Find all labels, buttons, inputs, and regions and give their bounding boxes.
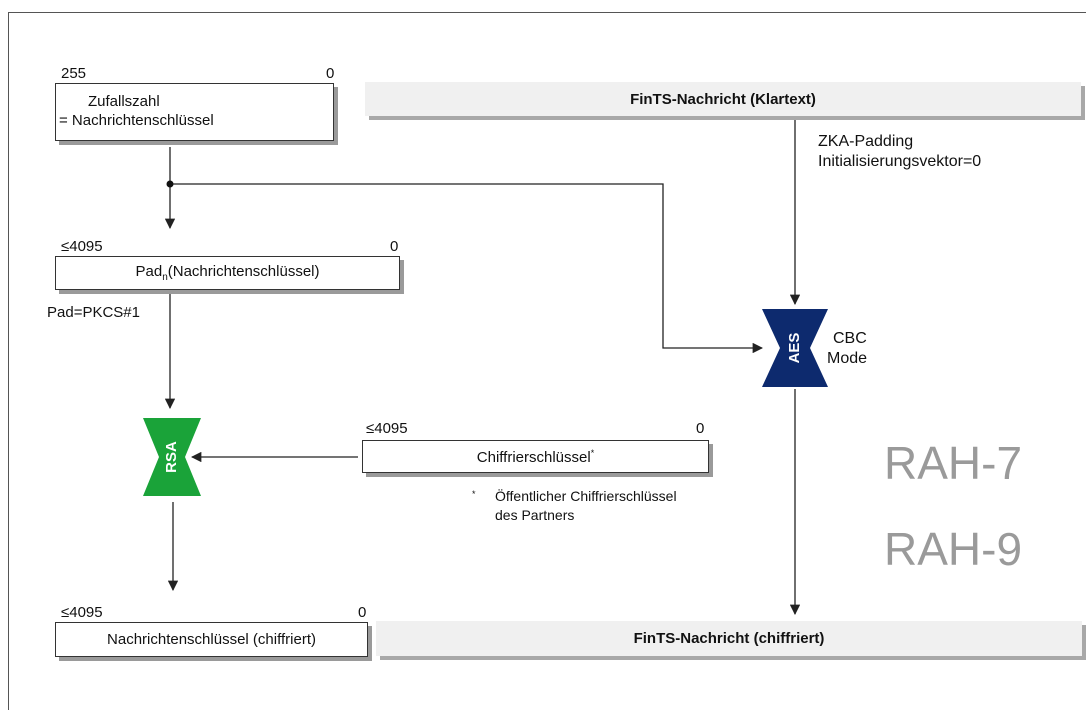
random-key-box: Zufallszahl = Nachrichtenschlüssel (55, 83, 334, 141)
aes-label: AES (786, 333, 803, 364)
padded-key-text: Padn(Nachrichtenschlüssel) (136, 263, 320, 283)
random-key-range-low: 0 (326, 65, 335, 82)
cipher-key-range-low: 0 (696, 420, 705, 437)
random-key-range-high: 255 (61, 65, 87, 82)
footnote-line1: Öffentlicher Chiffrierschlüssel (495, 488, 677, 504)
encrypted-key-text: Nachrichtenschlüssel (chiffriert) (107, 631, 316, 648)
footnote-line2: des Partners (495, 507, 575, 523)
aes-mode-line2: Mode (827, 350, 868, 367)
profile-label-rah9: RAH-9 (884, 523, 1023, 575)
padding-note-line1: ZKA-Padding (818, 133, 914, 150)
padded-key-box: Padn(Nachrichtenschlüssel) (55, 256, 400, 290)
rsa-label: RSA (163, 441, 180, 473)
cipher-key-footnote-ref: * (590, 447, 595, 458)
padded-key-range-high: ≤4095 (61, 238, 103, 255)
cipher-key-box: Chiffrierschlüssel* (362, 440, 709, 473)
padding-note-line2: Initialisierungsvektor=0 (818, 153, 982, 170)
footnote-mark: * (472, 489, 476, 499)
cipher-key-text: Chiffrierschlüssel* (477, 448, 594, 466)
rsa-block (143, 418, 201, 496)
padded-key-prefix: Pad (135, 263, 163, 280)
encrypted-key-box: Nachrichtenschlüssel (chiffriert) (55, 622, 368, 657)
padded-key-suffix: (Nachrichtenschlüssel) (167, 263, 320, 280)
encrypted-key-range-high: ≤4095 (61, 604, 103, 621)
pad-scheme-label: Pad=PKCS#1 (47, 304, 140, 321)
profile-label-rah7: RAH-7 (884, 437, 1023, 489)
plain-message-text: FinTS-Nachricht (Klartext) (630, 90, 816, 108)
random-key-line1: Zufallszahl (88, 93, 160, 110)
padded-key-range-low: 0 (390, 238, 399, 255)
cipher-message-bar: FinTS-Nachricht (chiffriert) (376, 621, 1082, 656)
encrypted-key-range-low: 0 (358, 604, 367, 621)
random-key-line2: = Nachrichtenschlüssel (59, 112, 214, 129)
aes-mode-line1: CBC (833, 330, 867, 347)
diagram-frame (8, 12, 1086, 710)
arrow-random-to-aes (170, 183, 764, 354)
plain-message-bar: FinTS-Nachricht (Klartext) (365, 82, 1081, 116)
aes-block (762, 309, 828, 387)
padded-key-subscript: n (162, 272, 168, 283)
junction-dot (166, 180, 174, 188)
cipher-key-range-high: ≤4095 (366, 420, 408, 437)
cipher-key-label: Chiffrierschlüssel (476, 448, 591, 466)
cipher-message-text: FinTS-Nachricht (chiffriert) (633, 630, 825, 647)
